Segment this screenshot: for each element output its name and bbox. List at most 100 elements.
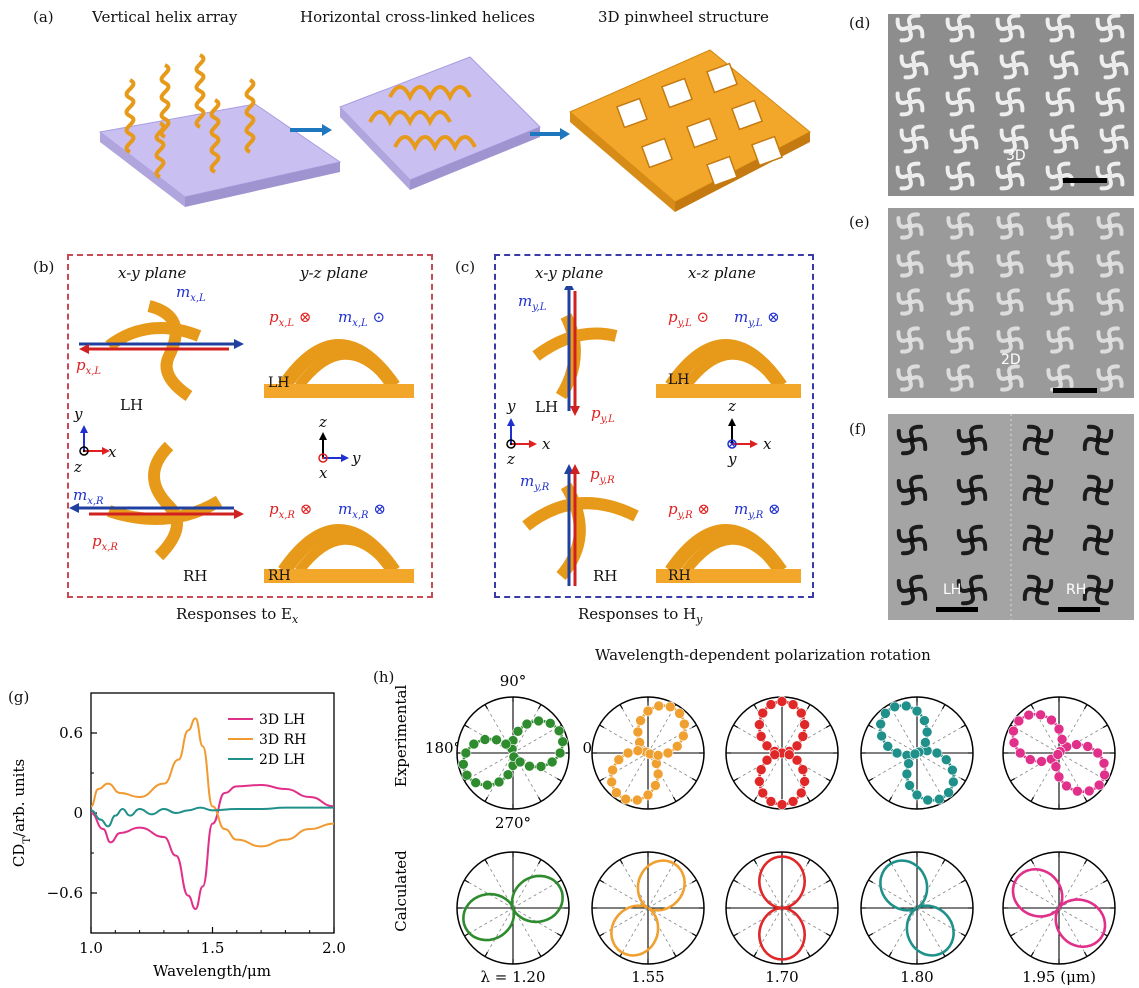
panel-h-label: (h) bbox=[373, 668, 395, 686]
row-label-calculated: Calculated bbox=[392, 850, 410, 932]
sem-pinwheel bbox=[956, 524, 988, 556]
sem-pinwheel bbox=[896, 326, 924, 354]
panel-b-plane-xy: x-y plane bbox=[118, 264, 187, 282]
b-axis-x-right: x bbox=[319, 464, 328, 482]
axes-c-left bbox=[506, 418, 537, 449]
axes-b-right bbox=[318, 432, 349, 463]
sem-pinwheel bbox=[899, 50, 929, 80]
sem-pinwheel bbox=[1045, 14, 1075, 43]
chart-series-line-0 bbox=[90, 783, 335, 911]
angle-270: 270° bbox=[495, 814, 531, 832]
row-label-experimental: Experimental bbox=[392, 685, 410, 788]
sem-pinwheel bbox=[949, 50, 979, 80]
sem-pinwheel bbox=[1046, 212, 1074, 240]
sem-pinwheel bbox=[896, 474, 928, 506]
c-p-yl-right: py,L ⊙ bbox=[668, 308, 710, 329]
sem-pinwheel bbox=[996, 326, 1024, 354]
sem-pinwheel bbox=[996, 288, 1024, 316]
b-m-xl-left: mx,L bbox=[176, 283, 206, 304]
pinwheel-holes bbox=[616, 62, 783, 187]
sem-pinwheel bbox=[1022, 574, 1054, 606]
chart-series-line-2 bbox=[90, 806, 334, 828]
chart-ytick-label: 0 bbox=[73, 804, 83, 822]
panel-a-label: (a) bbox=[33, 8, 54, 26]
sem-pinwheel bbox=[1022, 524, 1054, 556]
sem-pinwheel bbox=[995, 87, 1025, 117]
polar-exp-2 bbox=[591, 696, 705, 810]
angle-90: 90° bbox=[500, 672, 527, 690]
b-axis-x: x bbox=[108, 443, 117, 461]
sem-pinwheel bbox=[1046, 250, 1074, 278]
panel-c-plane-xz: x-z plane bbox=[688, 264, 756, 282]
scale-bar-d bbox=[1063, 178, 1107, 183]
panel-a-title-3: 3D pinwheel structure bbox=[598, 8, 769, 26]
sem-pinwheel bbox=[896, 212, 924, 240]
sem-pinwheel bbox=[895, 87, 925, 117]
c-p-yr-right: py,R ⊗ bbox=[668, 500, 710, 521]
panel-b-illustration bbox=[69, 300, 414, 583]
b-p-xr-right: px,R ⊗ bbox=[269, 500, 313, 521]
sem-pinwheel bbox=[896, 250, 924, 278]
sem-pinwheel bbox=[1082, 574, 1114, 606]
c-axis-y-right: y bbox=[728, 450, 737, 468]
b-p-xr-left: px,R bbox=[92, 532, 118, 553]
sem-pinwheel bbox=[1045, 161, 1075, 191]
sem-pinwheel bbox=[999, 124, 1029, 154]
panel-h-title: Wavelength-dependent polarization rotati… bbox=[595, 646, 931, 664]
chart-xtick-label: 1.5 bbox=[201, 939, 225, 957]
b-axis-z: z bbox=[74, 458, 82, 476]
sem-pinwheel bbox=[949, 124, 979, 154]
polar-calc-3 bbox=[725, 851, 839, 965]
sem-pinwheel bbox=[946, 364, 974, 392]
c-p-yl-left: py,L bbox=[591, 404, 615, 425]
chart-ytick-label: −0.6 bbox=[47, 884, 83, 902]
c-axis-x-right: x bbox=[763, 435, 772, 453]
polar-calc-5 bbox=[1002, 851, 1116, 965]
b-lh-label: LH bbox=[120, 396, 144, 414]
wavelength-labels: λ = 1.20 1.55 1.70 1.80 1.95 (μm) bbox=[480, 968, 1095, 986]
panel-c-illustration bbox=[506, 286, 801, 586]
sem-image-3d: 3D bbox=[888, 14, 1134, 196]
b-p-xl-right: px,L ⊗ bbox=[269, 308, 312, 329]
panel-b-caption: Responses to Ex bbox=[176, 605, 299, 626]
sem-pinwheel bbox=[946, 212, 974, 240]
b-axis-z-right: z bbox=[319, 413, 327, 431]
sem-pinwheel bbox=[896, 364, 924, 392]
vertical-helix-array bbox=[124, 53, 256, 179]
sem-pinwheel bbox=[956, 474, 988, 506]
axes-c-right bbox=[727, 418, 758, 449]
b-m-xr-left: mx,R bbox=[73, 486, 104, 507]
c-axis-z-right: z bbox=[728, 397, 736, 415]
sem-pinwheel bbox=[999, 50, 1029, 80]
panel-c-frame bbox=[494, 254, 814, 598]
sem-rh-tag: RH bbox=[1066, 582, 1087, 598]
panel-c-caption: Responses to Hy bbox=[578, 605, 703, 626]
sem-pinwheel bbox=[1099, 50, 1129, 80]
sem-pinwheel bbox=[1095, 14, 1125, 43]
scale-bar-f-left bbox=[936, 607, 978, 612]
chart-legend-label: 2D LH bbox=[259, 752, 305, 768]
rh-helix-c bbox=[522, 464, 639, 586]
sem-3d-tag: 3D bbox=[1006, 148, 1026, 164]
sem-2d-pattern bbox=[896, 212, 1124, 392]
panel-d-label: (d) bbox=[849, 14, 871, 32]
panel-c-plane-xy: x-y plane bbox=[535, 264, 604, 282]
lh-bridge-yz bbox=[264, 339, 414, 398]
sem-pinwheel bbox=[1046, 288, 1074, 316]
panel-a-title-1: Vertical helix array bbox=[92, 8, 238, 26]
lh-bridge-c bbox=[656, 339, 801, 398]
c-axis-y: y bbox=[507, 397, 516, 415]
sem-pinwheel bbox=[1096, 364, 1124, 392]
panel-a-title-2: Horizontal cross-linked helices bbox=[300, 8, 535, 26]
lh-helix-xy bbox=[79, 300, 244, 401]
sem-pinwheel bbox=[1099, 124, 1129, 154]
panel-c-label: (c) bbox=[455, 258, 476, 276]
chart-legend-label: 3D LH bbox=[259, 712, 305, 728]
sem-pinwheel bbox=[996, 212, 1024, 240]
sem-pinwheel bbox=[895, 14, 925, 43]
c-m-yr-left: my,R bbox=[520, 472, 550, 493]
sem-pinwheel bbox=[995, 161, 1025, 191]
c-rh-bridge-label: RH bbox=[668, 568, 691, 584]
sem-pinwheel bbox=[1022, 474, 1054, 506]
